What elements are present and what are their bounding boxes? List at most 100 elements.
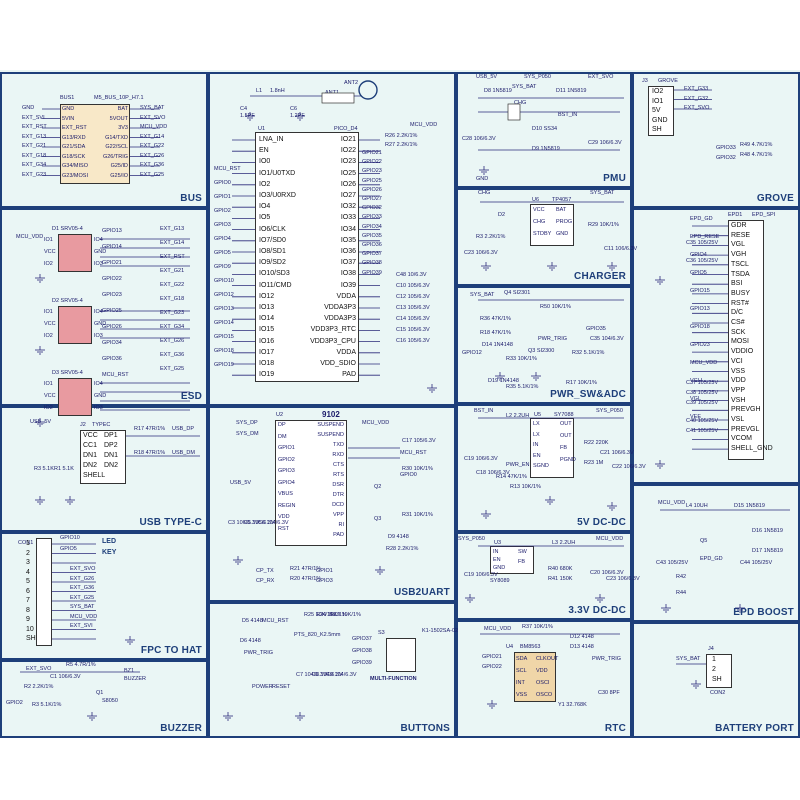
bus-left-pin: EXT_RST [62,125,87,131]
grove-pin: IO2 [652,88,664,95]
esd-net: GPIO23 [102,292,122,298]
boost-part: D16 1N5819 [752,528,783,534]
boost-net: EPD_GD [700,556,723,562]
rtc-part: Y1 32.768K [558,702,587,708]
epd-pin: SCK [731,328,746,336]
pwr-net: GPIO35 [586,326,606,332]
pwr-part: D14 1N4148 [482,342,513,348]
fpc-gpio: GPIO5 [60,546,77,552]
buttons-net: GPIO37 [352,636,372,642]
mcu-right-pin: VDD_SDIO [320,360,356,367]
dcdc5-right-pin: OUT [560,421,572,427]
charger-left-pin: VCC [533,207,545,213]
uart-left-pin: GPIO3 [278,468,295,474]
grove-title: GROVE [756,193,794,204]
pmu-part: C29 106/6.3V [588,140,622,146]
mcu-right-pin: IO34 [340,225,356,233]
dcdc33-part: SY8089 [490,578,510,584]
pwr-block: PWR_SW&ADC [456,286,632,404]
uart-right-pin: CTS [333,462,344,468]
mcu-left-pin: IO9/SD2 [259,259,286,267]
bus-left-pin: G18/SCK [62,153,86,160]
dcdc5-part: C21 106/6.3V [600,450,634,456]
mcu-l1: L1 [256,88,263,94]
dcdc33-part: C23 106/6.3V [606,576,640,582]
mcu-left-pin: EN [259,147,269,155]
mcu-left-net: GPIO18 [214,348,234,354]
pmu-chg-switch [507,103,521,121]
charger-chip [530,204,574,246]
dcdc5-part: R14 47K/1% [496,474,527,480]
epd-pin: VGH [731,251,747,259]
epd-pin: GDR [731,222,747,229]
usbc-part: TYPEC [92,422,111,428]
bus-right-pin: G22/SCL [105,144,128,150]
uart-part: D9 4148 [388,534,409,540]
mcu-right-pin: VDDA3P3 [324,315,356,323]
mcu-r26: R26 2.2K/1% [385,133,418,139]
mcu-right-pin: VDDA [336,348,356,356]
mcu-left-pin: IO12 [259,292,275,300]
pmu-part: D9 1N5819 [532,146,560,152]
fpc-pin: 8 [26,606,30,614]
bus-left-pin: G21/SDA [62,144,86,150]
mcu-right-pin: VDDA3P3 [324,304,356,311]
esd-ext-net: EXT_G34 [160,324,185,330]
boost-part: C44 105/25V [740,560,773,566]
usbc-left-pin: CC1 [83,442,98,449]
epd-pin: PREVGH [731,406,761,414]
dcdc33-part: R41 150K [548,576,573,582]
mcu-right-net: GPIO39 [362,269,382,276]
rtc-net: PWR_TRIG [592,656,622,662]
epd-net: GPIO18 [690,324,710,330]
esd-net: GPIO13 [102,228,122,234]
esd-pin: IO1 [44,309,53,315]
mcu-left-net: GPIO1 [214,194,231,200]
rtc-left-pin: INT [516,680,525,686]
uart-right-pin: RTS [333,472,344,478]
uart-right-pin: PAD [333,532,344,538]
esd-diode-array [58,234,92,272]
bus-part: M5_BUS_10P_H7.1 [94,95,144,101]
buttons-part: D6 4148 [240,638,261,644]
buzzer-net: GPIO2 [6,700,23,706]
boost-part: C43 105/25V [656,560,689,566]
rtc-part: D13 4148 [570,644,594,650]
uart-right-pin: TXD [333,442,344,448]
uart-net: GPIO3 [316,578,333,584]
mcu-left-net: GPIO15 [214,334,234,340]
esd-pin: IO4 [94,309,103,315]
pwr-net: PWR_TRIG [538,336,568,342]
mcu-left-pin: IO18 [259,360,275,367]
pmu-block: PMU [456,72,632,188]
dcdc33-part: R40 680K [548,566,573,572]
esd-pin: VCC [44,321,56,327]
esd-ext-net: EXT_G36 [160,352,185,358]
dcdc33-left-pin: GND [493,565,506,571]
epd-cap: C39 105/25V [686,400,719,406]
buttons-part: R25 10K/1% [304,612,335,618]
mcu-right-net: GPIO21 [362,150,382,156]
mcu-left-pin: IO3/U0RXD [259,192,296,199]
pmu-part: D10 SS34 [532,126,558,132]
bus-left-pin: GND [62,106,75,112]
grove-net: EXT_G32 [684,95,709,102]
uart-left-pin: GPIO2 [278,456,295,463]
fpc-pin: SH [26,635,36,642]
mcu-cap: C12 105/6.3V [396,294,430,300]
mcu-ant2: ANT2 [344,80,359,86]
mcu-right-pin: IO39 [340,281,356,289]
mcu-left-net: GPIO19 [214,362,234,368]
epd-pin: VSL [731,416,745,423]
uart-net: SYS_DP [236,420,258,426]
epd-pin: D/C [731,309,744,317]
dcdc33-left-pin: EN [493,557,501,563]
mcu-right-net: GPIO27 [362,196,382,202]
battery-con: CON2 [710,690,726,696]
epd-pin: VSS [731,367,746,375]
mcu-cap: C14 105/6.3V [396,316,430,322]
esd-pin: GND [94,249,107,255]
pmu-part: D8 1N5819 [484,88,512,94]
mcu-right-net: GPIO35 [362,232,382,239]
rtc-part: C30 8PF [598,690,620,696]
